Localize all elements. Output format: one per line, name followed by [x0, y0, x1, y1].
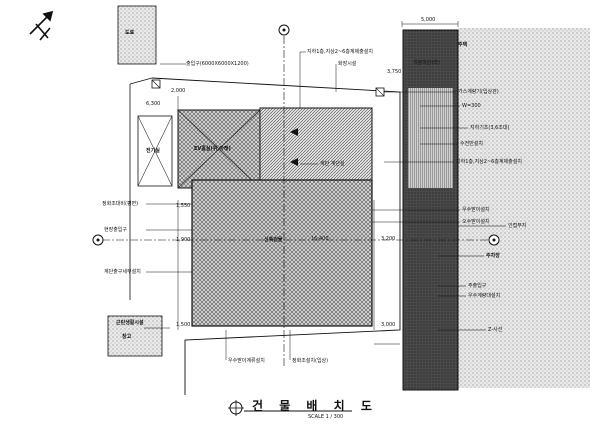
upper-wing [259, 107, 373, 181]
axis-marker-right-dot [492, 238, 496, 242]
gate-marker-left-x [151, 79, 161, 89]
dim-right-top: 3,750 [387, 69, 402, 75]
label-width: W=300 [462, 103, 481, 109]
dim-left-mid: 1,550 [176, 203, 191, 209]
drawing-scale: SCALE 1 / 300 [308, 414, 344, 420]
site-boundary-west [129, 77, 153, 85]
stair-core-x2 [177, 109, 261, 189]
label-right-z: Z-사선 [488, 327, 503, 333]
leader-lines [144, 51, 506, 360]
label-pump-room: 지하기초(3,6조대) [470, 125, 510, 131]
label-bottom-left: 창고 [122, 334, 132, 340]
drawing-title: 건 물 배 치 도 [252, 399, 378, 413]
label-existing-building: 주택 [458, 42, 468, 48]
axis-marker-left-dot [96, 238, 100, 242]
label-left-drainage: 계단출구세부설치 [104, 269, 141, 275]
label-entrance-gate: 출입구(6000X6000X1200) [186, 61, 249, 67]
dim-top-small: 2,000 [171, 88, 186, 94]
dim-right-mid: 3,200 [381, 236, 396, 242]
axis-marker-top-dot [282, 28, 286, 32]
label-stair-new: 지하1층,지상2~6층계제출설치 [307, 49, 373, 55]
outbuilding-x2 [137, 115, 173, 187]
site-boundary [151, 77, 401, 395]
dim-left-top: 6,300 [146, 101, 161, 107]
label-bottom-drain: 우수받이계류설치 [228, 358, 265, 364]
label-bottom-store: 근린생활시설 [116, 320, 144, 326]
label-right-water2: 오수받이설치 [462, 219, 490, 225]
label-right-boundary: 주출입구 [468, 283, 487, 289]
label-elevator: 수전반설치 [460, 141, 484, 147]
label-right-road: 인접부지 [508, 223, 527, 229]
label-left-boundary: 현장출입구 [104, 227, 128, 233]
label-ev-hall: EV홀실(위,아래) [194, 146, 231, 152]
label-road: 도로 [125, 30, 135, 36]
label-bottom-right: 정화조설치(입상) [292, 358, 329, 364]
arrow-marker-lower [290, 158, 298, 166]
existing-house [117, 5, 157, 65]
walkway [408, 88, 453, 188]
label-right-drain: 우수계량대설치 [468, 293, 501, 299]
dim-right-low: 3,000 [381, 322, 396, 328]
dim-left-bottom: 1,500 [176, 322, 191, 328]
dim-road-width: 5,000 [421, 17, 436, 23]
dim-center: 16,400 [311, 236, 329, 242]
label-left-water: 정화조대비(평면) [102, 201, 139, 207]
gate-marker-right-x [375, 87, 385, 97]
label-parking-existing: 화장시설 [338, 61, 357, 67]
label-gas-meter: 가스계량기(입상관) [458, 89, 499, 95]
label-right-parking: 주차장 [486, 253, 500, 259]
label-utility: 전기실 [146, 148, 160, 154]
neighbor-land [458, 28, 590, 388]
north-arrow-icon [29, 10, 54, 41]
existing-store [107, 315, 163, 357]
dim-left-low: 1,900 [176, 237, 191, 243]
label-main-building: 신축건물 [264, 237, 283, 243]
label-right-water1: 우수받이설치 [462, 207, 490, 213]
label-stair-detail: 지하1층,지상2~6층계제출설치 [456, 159, 522, 165]
dimension-lines [177, 21, 459, 345]
label-right-fence: 지붕마감(라) [413, 60, 440, 66]
main-building [191, 179, 373, 327]
label-stair: 계단 계단실 [320, 161, 345, 167]
arrow-marker-upper [290, 128, 298, 136]
